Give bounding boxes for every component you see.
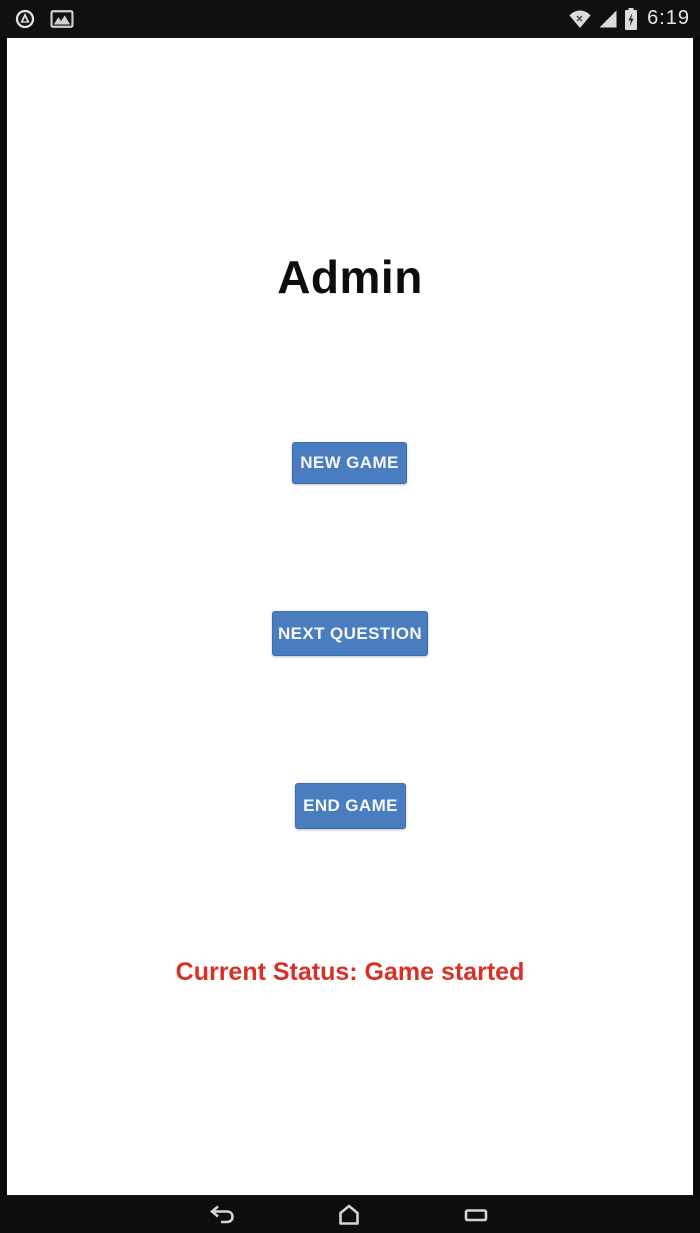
page-title: Admin bbox=[277, 251, 423, 303]
recents-icon bbox=[463, 1204, 489, 1226]
app-screen: Admin NEW GAME NEXT QUESTION END GAME Cu… bbox=[6, 37, 694, 1196]
end-game-button[interactable]: END GAME bbox=[295, 783, 406, 829]
status-bar-system-icons: 6:19 bbox=[568, 7, 690, 31]
wifi-icon bbox=[568, 8, 592, 30]
home-icon bbox=[336, 1204, 362, 1226]
recents-button[interactable] bbox=[459, 1200, 493, 1230]
battery-charging-icon bbox=[624, 7, 638, 31]
clock-time: 6:19 bbox=[647, 7, 690, 29]
current-status-text: Current Status: Game started bbox=[175, 958, 525, 986]
signal-icon bbox=[597, 8, 619, 30]
status-bar: 6:19 bbox=[0, 0, 700, 37]
new-game-button[interactable]: NEW GAME bbox=[292, 442, 407, 484]
home-button[interactable] bbox=[332, 1200, 366, 1230]
next-question-button[interactable]: NEXT QUESTION bbox=[272, 611, 428, 656]
usage-stats-icon bbox=[50, 9, 74, 29]
status-bar-notifications bbox=[14, 8, 74, 30]
navigation-bar bbox=[0, 1196, 700, 1233]
back-icon bbox=[209, 1204, 235, 1226]
app-notification-icon bbox=[14, 8, 36, 30]
back-button[interactable] bbox=[205, 1200, 239, 1230]
